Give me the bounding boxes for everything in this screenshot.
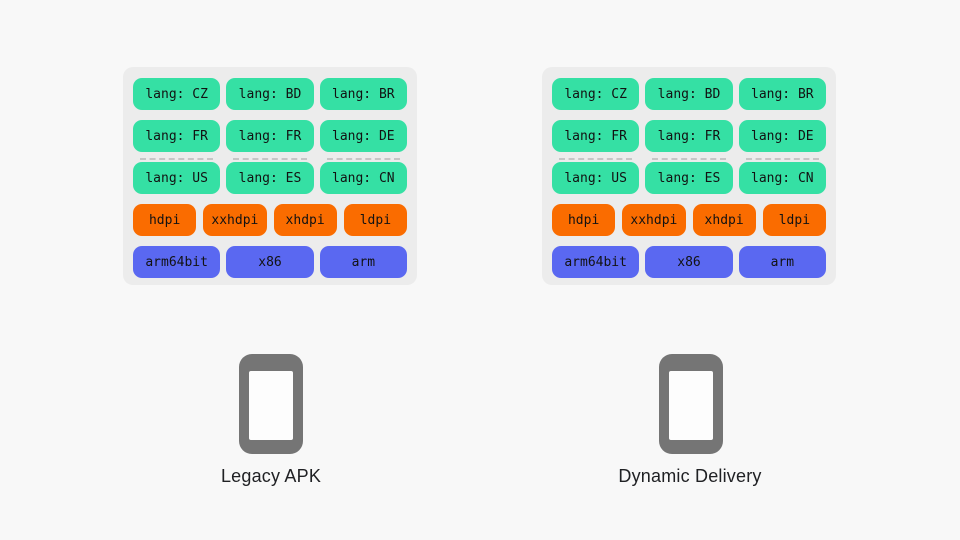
abi-chip: arm bbox=[738, 246, 826, 278]
lang-chip-row: lang: CZ lang: BD lang: BR bbox=[133, 78, 407, 110]
lang-chip-row: lang: FR lang: FR lang: DE bbox=[133, 120, 407, 152]
lang-chip: lang: BR bbox=[319, 78, 407, 110]
density-chip: ldpi bbox=[762, 204, 826, 236]
density-chip-row: hdpi xxhdpi xhdpi ldpi bbox=[552, 204, 826, 236]
legacy-apk-chip-panel: lang: CZ lang: BD lang: BR lang: FR lang… bbox=[123, 67, 417, 285]
density-chip: xhdpi bbox=[692, 204, 756, 236]
abi-chip: arm64bit bbox=[133, 246, 221, 278]
phone-screen bbox=[249, 371, 293, 440]
lang-chip-row: lang: US lang: ES lang: CN bbox=[552, 158, 826, 194]
abi-chip: arm64bit bbox=[552, 246, 640, 278]
lang-chip: lang: CN bbox=[319, 158, 407, 194]
lang-chip: lang: CN bbox=[738, 158, 826, 194]
lang-chip-row: lang: FR lang: FR lang: DE bbox=[552, 120, 826, 152]
lang-chip: lang: US bbox=[133, 158, 221, 194]
lang-chip: lang: ES bbox=[645, 158, 733, 194]
phone-icon bbox=[239, 354, 303, 454]
density-chip: hdpi bbox=[133, 204, 197, 236]
lang-chip: lang: BD bbox=[226, 78, 314, 110]
density-chip: xxhdpi bbox=[622, 204, 686, 236]
phone-icon bbox=[659, 354, 723, 454]
dynamic-delivery-caption: Dynamic Delivery bbox=[618, 466, 762, 486]
abi-chip: x86 bbox=[226, 246, 314, 278]
lang-chip: lang: DE bbox=[319, 120, 407, 152]
density-chip-row: hdpi xxhdpi xhdpi ldpi bbox=[133, 204, 407, 236]
lang-chip: lang: FR bbox=[552, 120, 640, 152]
lang-chip: lang: ES bbox=[226, 158, 314, 194]
abi-chip: arm bbox=[319, 246, 407, 278]
abi-chip-row: arm64bit x86 arm bbox=[133, 246, 407, 278]
density-chip: xhdpi bbox=[273, 204, 337, 236]
lang-chip: lang: FR bbox=[645, 120, 733, 152]
lang-chip: lang: BR bbox=[738, 78, 826, 110]
density-chip: xxhdpi bbox=[203, 204, 267, 236]
lang-chip-row: lang: CZ lang: BD lang: BR bbox=[552, 78, 826, 110]
phone-screen bbox=[669, 371, 713, 440]
density-chip: hdpi bbox=[552, 204, 616, 236]
abi-chip: x86 bbox=[645, 246, 733, 278]
lang-chip: lang: BD bbox=[645, 78, 733, 110]
lang-chip: lang: DE bbox=[738, 120, 826, 152]
lang-chip-row: lang: US lang: ES lang: CN bbox=[133, 158, 407, 194]
lang-chip: lang: CZ bbox=[552, 78, 640, 110]
lang-chip: lang: CZ bbox=[133, 78, 221, 110]
legacy-apk-caption: Legacy APK bbox=[220, 466, 322, 486]
abi-chip-row: arm64bit x86 arm bbox=[552, 246, 826, 278]
lang-chip: lang: US bbox=[552, 158, 640, 194]
lang-chip: lang: FR bbox=[226, 120, 314, 152]
density-chip: ldpi bbox=[343, 204, 407, 236]
lang-chip: lang: FR bbox=[133, 120, 221, 152]
dynamic-delivery-chip-panel: lang: CZ lang: BD lang: BR lang: FR lang… bbox=[542, 67, 836, 285]
